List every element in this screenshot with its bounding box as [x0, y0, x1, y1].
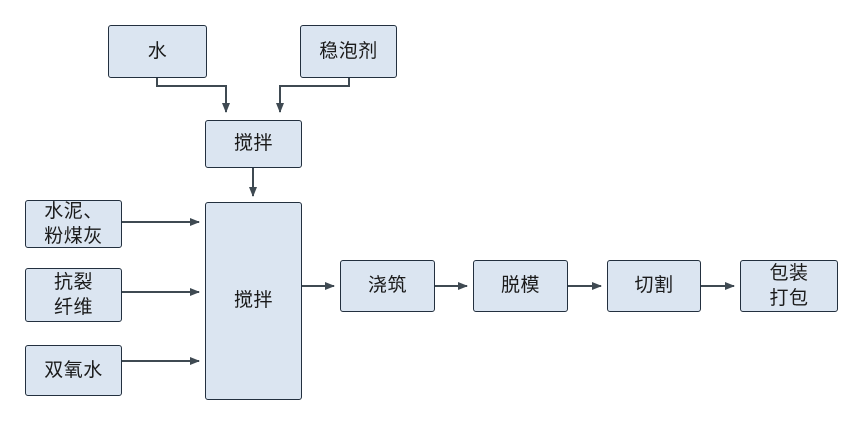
- edge-foam-agent-to-mix1: [276, 78, 350, 113]
- node-mix-2-label: 搅拌: [233, 289, 273, 312]
- node-cutting[interactable]: 切割: [607, 260, 701, 312]
- node-packaging[interactable]: 包装 打包: [740, 260, 838, 312]
- edge-water-to-mix1: [156, 78, 230, 113]
- node-peroxide-label: 双氧水: [44, 358, 103, 381]
- node-peroxide[interactable]: 双氧水: [25, 345, 122, 396]
- node-cement-ash[interactable]: 水泥、 粉煤灰: [25, 200, 122, 248]
- node-water-label: 水: [147, 39, 168, 62]
- node-mix-2[interactable]: 搅拌: [205, 202, 302, 400]
- node-water[interactable]: 水: [108, 25, 207, 78]
- node-packaging-label: 包装 打包: [769, 261, 809, 309]
- node-demolding[interactable]: 脱模: [473, 260, 568, 312]
- node-cement-ash-label: 水泥、 粉煤灰: [44, 199, 103, 247]
- node-casting-label: 浇筑: [367, 274, 407, 297]
- node-fiber-label: 抗裂 纤维: [53, 270, 93, 318]
- node-foam-agent-label: 稳泡剂: [319, 39, 378, 62]
- node-casting[interactable]: 浇筑: [340, 260, 435, 312]
- node-cutting-label: 切割: [634, 274, 674, 297]
- node-foam-agent[interactable]: 稳泡剂: [300, 25, 397, 78]
- node-demolding-label: 脱模: [500, 274, 540, 297]
- node-mix-1-label: 搅拌: [233, 132, 273, 155]
- node-mix-1[interactable]: 搅拌: [205, 120, 302, 168]
- node-fiber[interactable]: 抗裂 纤维: [25, 268, 122, 322]
